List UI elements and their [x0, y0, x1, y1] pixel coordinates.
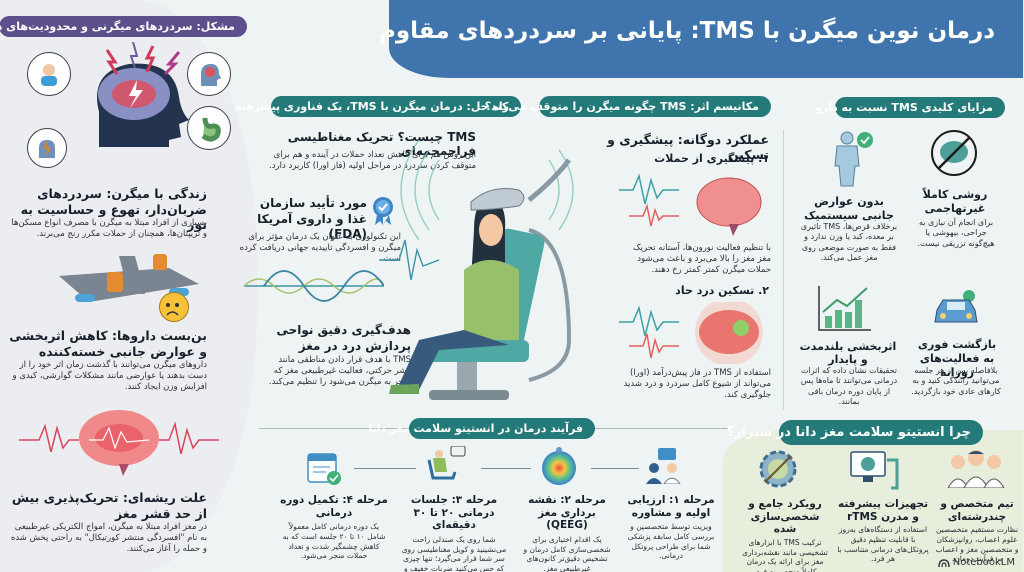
stomach-icon	[188, 106, 232, 150]
adv-body-2: بلافاصله پس از هر جلسه می‌توانید رانندگی…	[912, 366, 1002, 396]
certified-badge-icon	[372, 196, 396, 226]
why-body-3: ترکیب TMS با ابزارهای تشخیصی مانند نقشه‌…	[743, 537, 829, 572]
problem-section3-body: در مغز افراد مبتلا به میگرن، امواج الکتر…	[11, 522, 208, 555]
process-step-4: مرحله ۴: تکمیل دوره درمانی یک دوره درمان…	[280, 494, 390, 561]
why-item-2: تجهیزات پیشرفته و مدرن rTMS استفاده از د…	[838, 498, 930, 564]
gear-brain-icon	[758, 448, 800, 490]
why-title-3: رویکرد جامع و شخصی‌سازی شده	[749, 498, 823, 536]
problem-section1-title: زندگی با میگرن: سردردهای ضربان‌دار، تهوع…	[21, 186, 208, 233]
relief-title: ۲. تسکین درد حاد	[676, 284, 770, 297]
mechanism-title: عملکرد دوگانه: پیشگیری و تسکین	[608, 132, 770, 162]
problem-section2-body: داروهای میگرن می‌توانند با گذشت زمان اثر…	[13, 360, 208, 393]
headache-person-icon	[28, 52, 72, 96]
sad-face-icon	[160, 292, 190, 322]
consultation-icon	[645, 448, 685, 485]
head-pain-icon	[28, 128, 68, 168]
adv-body-3: تحقیقات نشان داده که اثرات درمانی می‌توا…	[801, 366, 899, 407]
tms-what-title: TMS چیست؟ تحریک مغناطیسی فراجمجمه‌ای	[288, 130, 477, 158]
advantages-pill: مزایای کلیدی TMS نسبت به دارو	[816, 97, 1006, 118]
why-item-1: تیم متخصص و چندرشته‌ای نظارت مستقیم متخص…	[935, 498, 1021, 564]
problem-pill: مشکل: سردردهای میگرنی و محدودیت‌های درما…	[0, 16, 248, 37]
fda-body: این تکنولوژی به عنوان یک درمان مؤثر برای…	[240, 232, 402, 265]
process-arrow-2-3	[482, 468, 532, 469]
why-body-1: نظارت مستقیم متخصصین علوم اعصاب، روانپزش…	[936, 525, 1020, 564]
adv-title-3: اثربخشی بلندمدت و پایدار	[800, 340, 898, 367]
step-body-4: یک دوره درمانی کامل معمولاً شامل ۱۰ تا ۲…	[283, 522, 387, 561]
car-icon	[932, 290, 982, 330]
process-arrow-1-2	[592, 468, 640, 469]
step-title-3: مرحله ۳: جلسات درمانی ۲۰ تا ۳۰ دقیقه‌ای	[411, 494, 499, 532]
prevention-body: با تنظیم فعالیت نورون‌ها، آستانه تحریک م…	[634, 243, 772, 276]
solution-pill: راه حل: درمان میگرن با TMS، یک فناوری پی…	[236, 96, 522, 117]
process-pill: فرآیند درمان در انستیتو سلامت مغز دانا	[369, 418, 596, 439]
step-body-3: شما روی یک صندلی راحت می‌نشینید و کویل م…	[402, 534, 508, 572]
why-item-3: رویکرد جامع و شخصی‌سازی شده ترکیب TMS با…	[740, 498, 832, 572]
relief-brain-illustration	[620, 302, 764, 364]
body-check-icon	[826, 130, 876, 188]
adv-body-1: برخلاف قرص‌ها، TMS تاثیری بر معده، کبد ی…	[801, 222, 899, 263]
prevention-brain-illustration	[620, 173, 763, 236]
why-pill: چرا انستیتو سلامت مغز دانا در شیراز؟	[728, 420, 984, 445]
process-step-2: مرحله ۲: نقشه برداری مغز (QEEG) یک اقدام…	[518, 494, 618, 572]
adv-title-2: بازگشت فوری به فعالیت‌های روزانه	[918, 338, 998, 379]
adv-title-0: روشی کاملاً غیرتهاجمی	[923, 188, 989, 215]
prevention-title: ۱. پیشگیری از حملات	[655, 152, 770, 165]
step-body-1: ویزیت توسط متخصصین و بررسی کامل سابقه پز…	[628, 522, 716, 561]
problem-section2-title: بن‌بست داروها: کاهش اثربخشی و عوارض جانب…	[10, 328, 208, 359]
relief-body: استفاده از TMS در فاز پیش‌درآمد (اورا) م…	[624, 368, 772, 401]
step-title-4: مرحله ۴: تکمیل دوره درمانی	[281, 494, 389, 519]
fda-title: مورد تأیید سازمان غذا و داروی آمریکا (FD…	[258, 196, 368, 242]
targeting-title: هدف‌گیری دقیق نواحی پردازش درد در مغز	[277, 323, 412, 353]
problem-section3-title: علت ریشه‌ای: تحریک‌پذیری بیش از حد قشر م…	[12, 490, 208, 521]
brain-waves-head-icon	[188, 52, 232, 96]
mechanism-pill: مکانیسم اثر: TMS چگونه میگرن را متوقف می…	[486, 96, 772, 117]
calendar-check-icon	[305, 448, 345, 488]
adv-title-1: بدون عوارض جانبی سیستمیک	[805, 195, 895, 222]
growth-chart-icon	[818, 286, 874, 332]
medical-team-icon	[945, 448, 1009, 489]
step-title-1: مرحله ۱: ارزیابی اولیه و مشاوره	[628, 494, 716, 519]
rtms-device-icon	[850, 450, 906, 490]
notebooklm-logo-icon	[939, 558, 951, 567]
notebooklm-watermark: NotebookLM	[939, 557, 1016, 568]
qeeg-brain-map-icon	[540, 446, 580, 486]
patient-chair-icon	[428, 445, 468, 484]
no-surgery-brain-icon	[930, 128, 980, 178]
page-title: درمان نوین میگرن با TMS: پایانی بر سردرد…	[380, 18, 996, 44]
process-step-3: مرحله ۳: جلسات درمانی ۲۰ تا ۳۰ دقیقه‌ای …	[400, 494, 510, 572]
tms-patient-chair-illustration	[380, 140, 575, 400]
why-title-1: تیم متخصص و چندرشته‌ای	[941, 498, 1015, 523]
magnetic-wave-illustration	[245, 270, 385, 302]
problem-section1-body: بسیاری از افراد مبتلا به میگرن با مصرف ا…	[12, 218, 208, 240]
why-body-2: استفاده از دستگاه‌های به‌روز با قابلیت ت…	[838, 525, 930, 564]
why-title-2: تجهیزات پیشرفته و مدرن rTMS	[838, 498, 930, 523]
adv-body-0: برای انجام آن نیازی به جراحی، بیهوشی یا …	[918, 218, 996, 248]
migraine-head-illustration	[98, 42, 190, 147]
header-band: درمان نوین میگرن با TMS: پایانی بر سردرد…	[380, 0, 1024, 78]
process-step-1: مرحله ۱: ارزیابی اولیه و مشاوره ویزیت تو…	[626, 494, 718, 561]
eeg-brain-illustration	[20, 410, 220, 476]
problem-panel: مشکل: سردردهای میگرنی و محدودیت‌های درما…	[0, 0, 258, 572]
tms-what-body: این روش هم برای کاهش تعداد حملات در آیند…	[270, 150, 477, 172]
step-title-2: مرحله ۲: نقشه برداری مغز (QEEG)	[529, 494, 607, 532]
step-body-2: یک اقدام اختیاری برای شخصی‌سازی کامل درم…	[524, 534, 612, 572]
watermark-label: NotebookLM	[953, 557, 1016, 568]
process-arrow-3-4	[355, 468, 417, 469]
targeting-body: TMS با هدف قرار دادن مناطقی مانند قشر حر…	[269, 355, 412, 388]
